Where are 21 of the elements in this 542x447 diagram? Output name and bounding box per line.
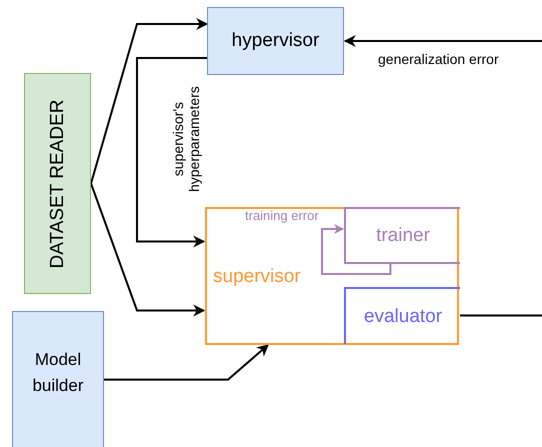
arrow: [321, 224, 392, 275]
arrow: [136, 57, 207, 248]
node-label: evaluator: [364, 306, 442, 328]
arrow: [104, 344, 269, 381]
node-label: DATASET READER: [46, 99, 68, 268]
process-box: [344, 287, 460, 344]
process-box: [12, 311, 104, 447]
edge-label: supervisor's hyperparameters: [170, 85, 202, 194]
edge-label: generalization error: [378, 51, 499, 68]
process-box: [24, 73, 91, 294]
connector-line: [460, 314, 542, 316]
process-box: [207, 7, 344, 75]
node-label: hypervisor: [232, 30, 320, 52]
edge-label: training error: [245, 209, 319, 224]
arrow: [90, 18, 208, 184]
node-label: Model builder: [31, 349, 85, 396]
node-label: supervisor: [213, 266, 301, 288]
process-box: [344, 207, 460, 264]
arrow: [90, 183, 206, 316]
node-label: trainer: [376, 224, 430, 246]
arrow: [344, 35, 542, 47]
